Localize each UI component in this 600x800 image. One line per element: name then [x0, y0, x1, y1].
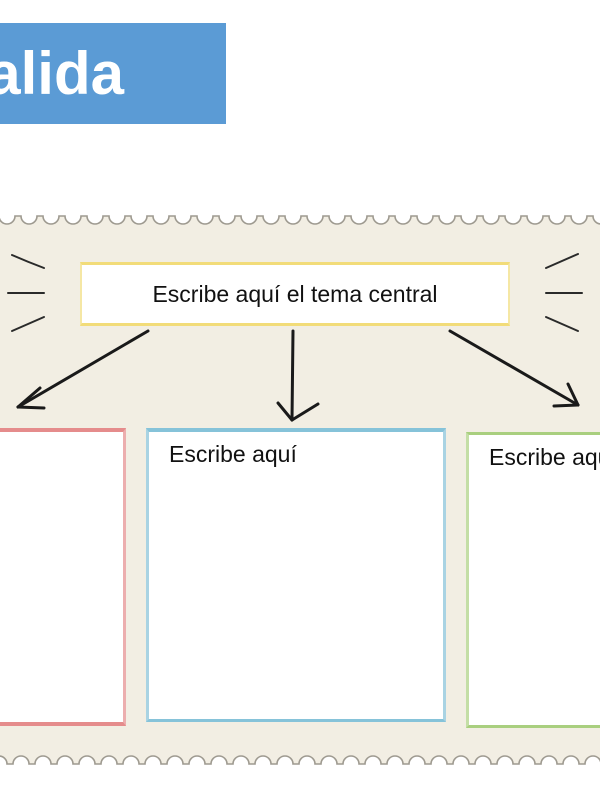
arrow-left-icon: [16, 329, 150, 410]
idea-card-left[interactable]: [0, 428, 126, 726]
idea-card-middle-text: Escribe aquí: [169, 441, 297, 467]
page-title: Salida: [0, 39, 124, 107]
burst-lines-right-icon: [545, 253, 583, 332]
idea-card-right[interactable]: Escribe aquí: [466, 432, 600, 728]
central-topic-box[interactable]: Escribe aquí el tema central: [80, 262, 510, 326]
arrow-right-icon: [448, 329, 580, 408]
central-topic-text: Escribe aquí el tema central: [152, 281, 438, 307]
idea-card-right-text: Escribe aquí: [489, 444, 600, 470]
arrow-middle-icon: [276, 329, 320, 422]
idea-card-middle[interactable]: Escribe aquí: [146, 428, 446, 722]
title-banner: Salida: [0, 23, 226, 124]
burst-lines-left-icon: [7, 254, 45, 332]
